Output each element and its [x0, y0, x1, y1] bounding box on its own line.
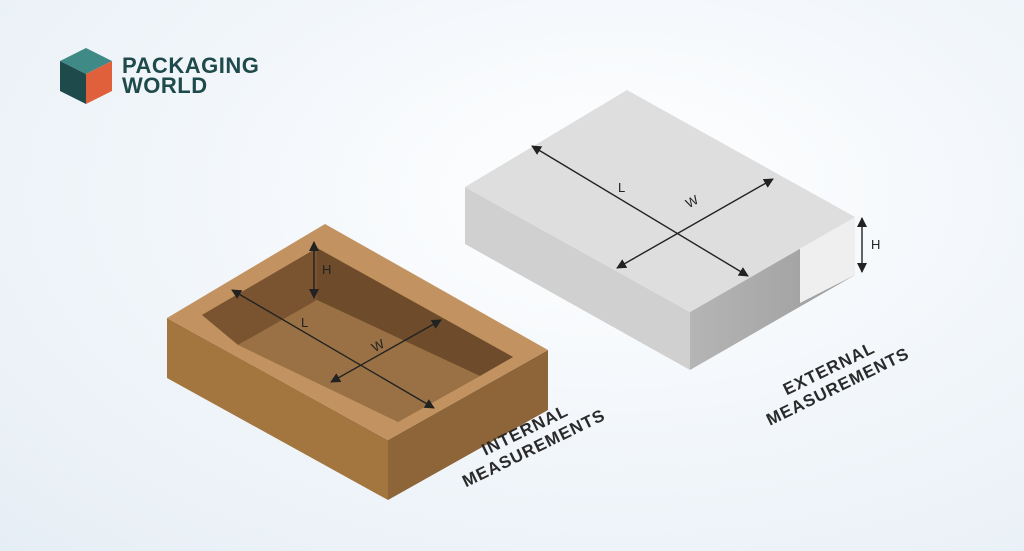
brand-line-2: WORLD	[122, 73, 208, 98]
cube-logo-icon	[60, 48, 112, 104]
internal-tray: H L W	[167, 224, 548, 500]
brand-name: PACKAGING WORLD	[122, 53, 260, 98]
tray-left-face	[167, 318, 388, 500]
external-height-label: H	[871, 237, 880, 252]
sleeve-left-face	[465, 187, 690, 370]
external-sleeve: L W H	[465, 90, 880, 370]
sleeve-opening	[800, 217, 855, 303]
tray-front-face	[388, 350, 548, 500]
external-length-label: L	[618, 180, 625, 195]
internal-length-label: L	[301, 315, 308, 330]
internal-width-arrow	[330, 319, 442, 383]
internal-height-label: H	[322, 262, 331, 277]
packaging-world-logo: PACKAGING WORLD	[56, 46, 296, 108]
external-width-arrow	[616, 178, 774, 269]
brand-line-1: PACKAGING	[122, 53, 260, 78]
